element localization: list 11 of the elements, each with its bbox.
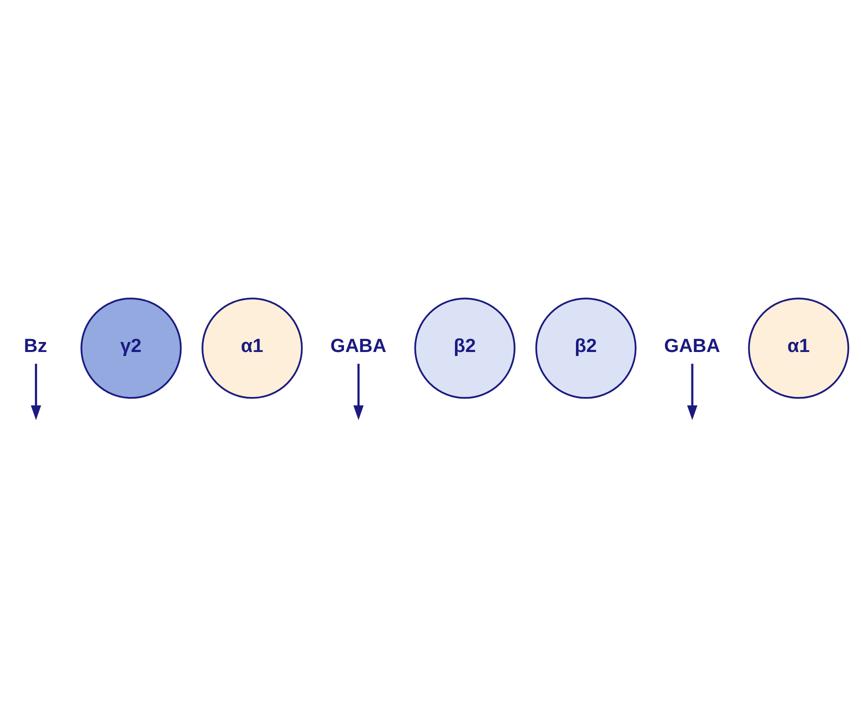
node-text: GABA [330, 336, 386, 357]
arrow [687, 363, 698, 420]
node-circle: β2 [535, 297, 636, 398]
node-circle: β2 [414, 297, 516, 398]
arrow [30, 363, 42, 420]
node-circle: α1 [748, 297, 850, 398]
node-circle: γ2 [80, 297, 182, 398]
node-text: GABA [664, 336, 720, 357]
node-text: Bz [24, 336, 48, 357]
node-circle: α1 [202, 297, 303, 398]
arrow [353, 363, 364, 420]
